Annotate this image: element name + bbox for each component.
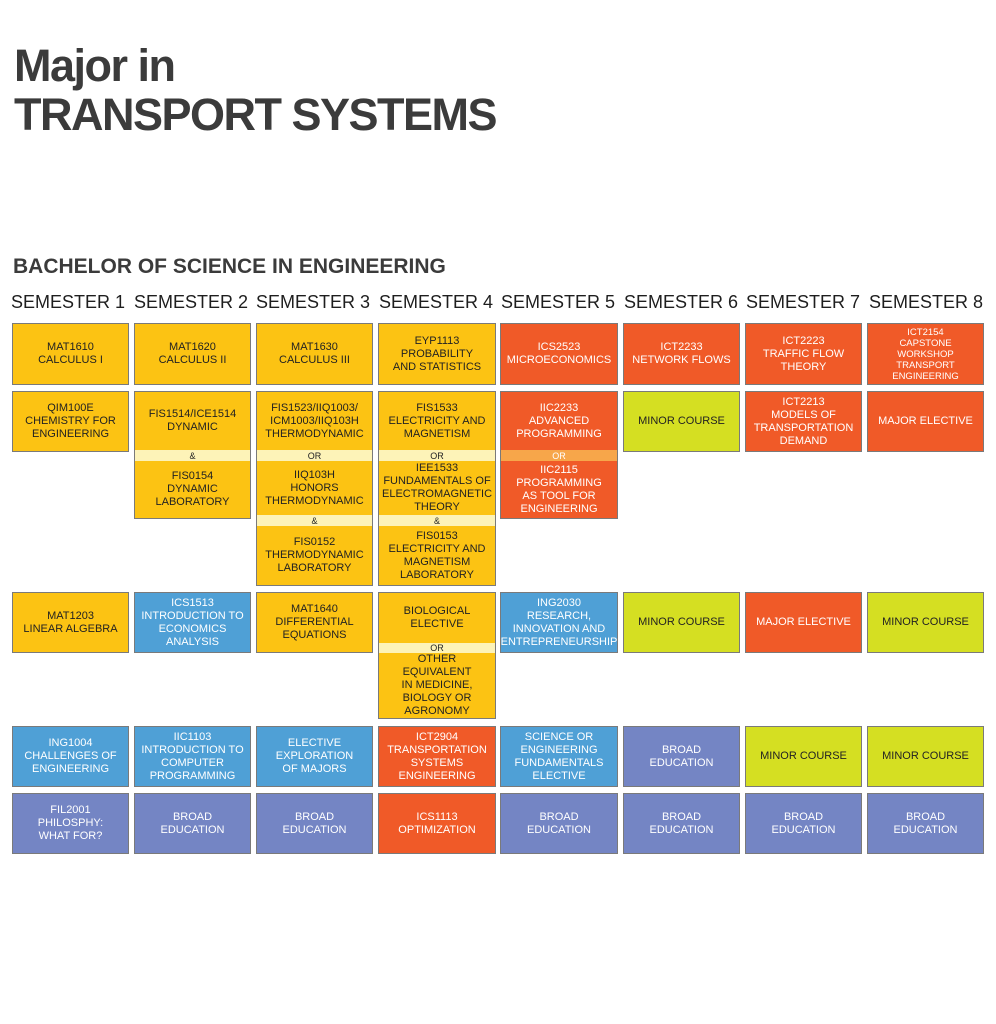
course-box: MINOR COURSE <box>867 592 984 653</box>
semester-5-header: SEMESTER 5 <box>500 292 616 312</box>
semester-3-header: SEMESTER 3 <box>255 292 371 312</box>
course-box: MINOR COURSE <box>867 726 984 787</box>
page-title-line-2: TRANSPORT SYSTEMS <box>14 89 498 140</box>
semester-2-header: SEMESTER 2 <box>133 292 249 312</box>
course-box: MINOR COURSE <box>623 592 740 653</box>
or-separator: OR <box>379 450 495 461</box>
semester-4-header: SEMESTER 4 <box>378 292 494 312</box>
course-box: MINOR COURSE <box>745 726 862 787</box>
semester-8-header: SEMESTER 8 <box>868 292 984 312</box>
course-box: MAJOR ELECTIVE <box>867 391 984 452</box>
and-separator: & <box>135 450 250 461</box>
degree-subtitle: BACHELOR OF SCIENCE IN ENGINEERING <box>13 255 446 278</box>
and-separator: & <box>379 515 495 526</box>
or-separator: OR <box>501 450 617 461</box>
semester-6-header: SEMESTER 6 <box>623 292 739 312</box>
semester-1-header: SEMESTER 1 <box>10 292 126 312</box>
page-title-line-1: Major in <box>14 40 176 91</box>
course-box: MINOR COURSE <box>623 391 740 452</box>
course-box: MAJOR ELECTIVE <box>745 592 862 653</box>
or-separator: OR <box>257 450 372 461</box>
semester-7-header: SEMESTER 7 <box>745 292 861 312</box>
or-separator: OR <box>379 643 495 653</box>
and-separator: & <box>257 515 372 526</box>
